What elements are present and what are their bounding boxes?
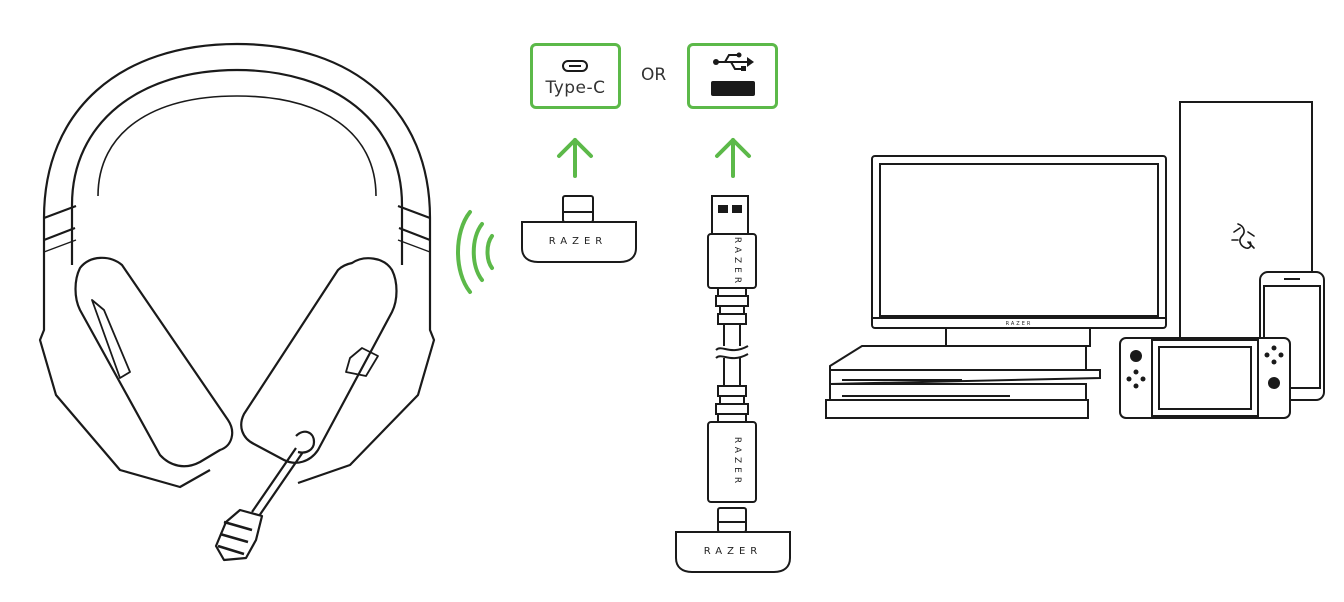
handheld-buttons — [1126, 345, 1284, 389]
handheld-console — [1119, 337, 1291, 419]
usb-cable — [675, 195, 791, 573]
monitor-brand-text: RAZER — [1006, 321, 1033, 327]
or-label: OR — [641, 65, 667, 85]
arrow-up-icon-left — [557, 138, 593, 178]
type-c-label: Type-C — [545, 78, 606, 98]
razer-logo-icon — [1231, 223, 1255, 249]
cable-brand-text-lower: RAZER — [732, 437, 742, 487]
arrow-up-icon-right — [715, 138, 751, 178]
monitor — [871, 155, 1167, 347]
type-c-port-icon — [562, 60, 588, 72]
type-c-port-box: Type-C — [530, 43, 621, 109]
usb-a-port-box — [687, 43, 778, 109]
wireless-signal-icon — [456, 210, 494, 294]
pc-tower — [1179, 101, 1313, 399]
usb-icon — [711, 52, 755, 96]
cable-brand-text-upper: RAZER — [732, 237, 742, 287]
smartphone — [1259, 271, 1325, 401]
headset — [38, 42, 436, 562]
bottom-dongle-brand-text: RAZER — [704, 546, 763, 557]
usb-c-dongle — [521, 195, 637, 263]
dongle-brand-text: RAZER — [549, 236, 608, 247]
game-console — [825, 345, 1101, 419]
